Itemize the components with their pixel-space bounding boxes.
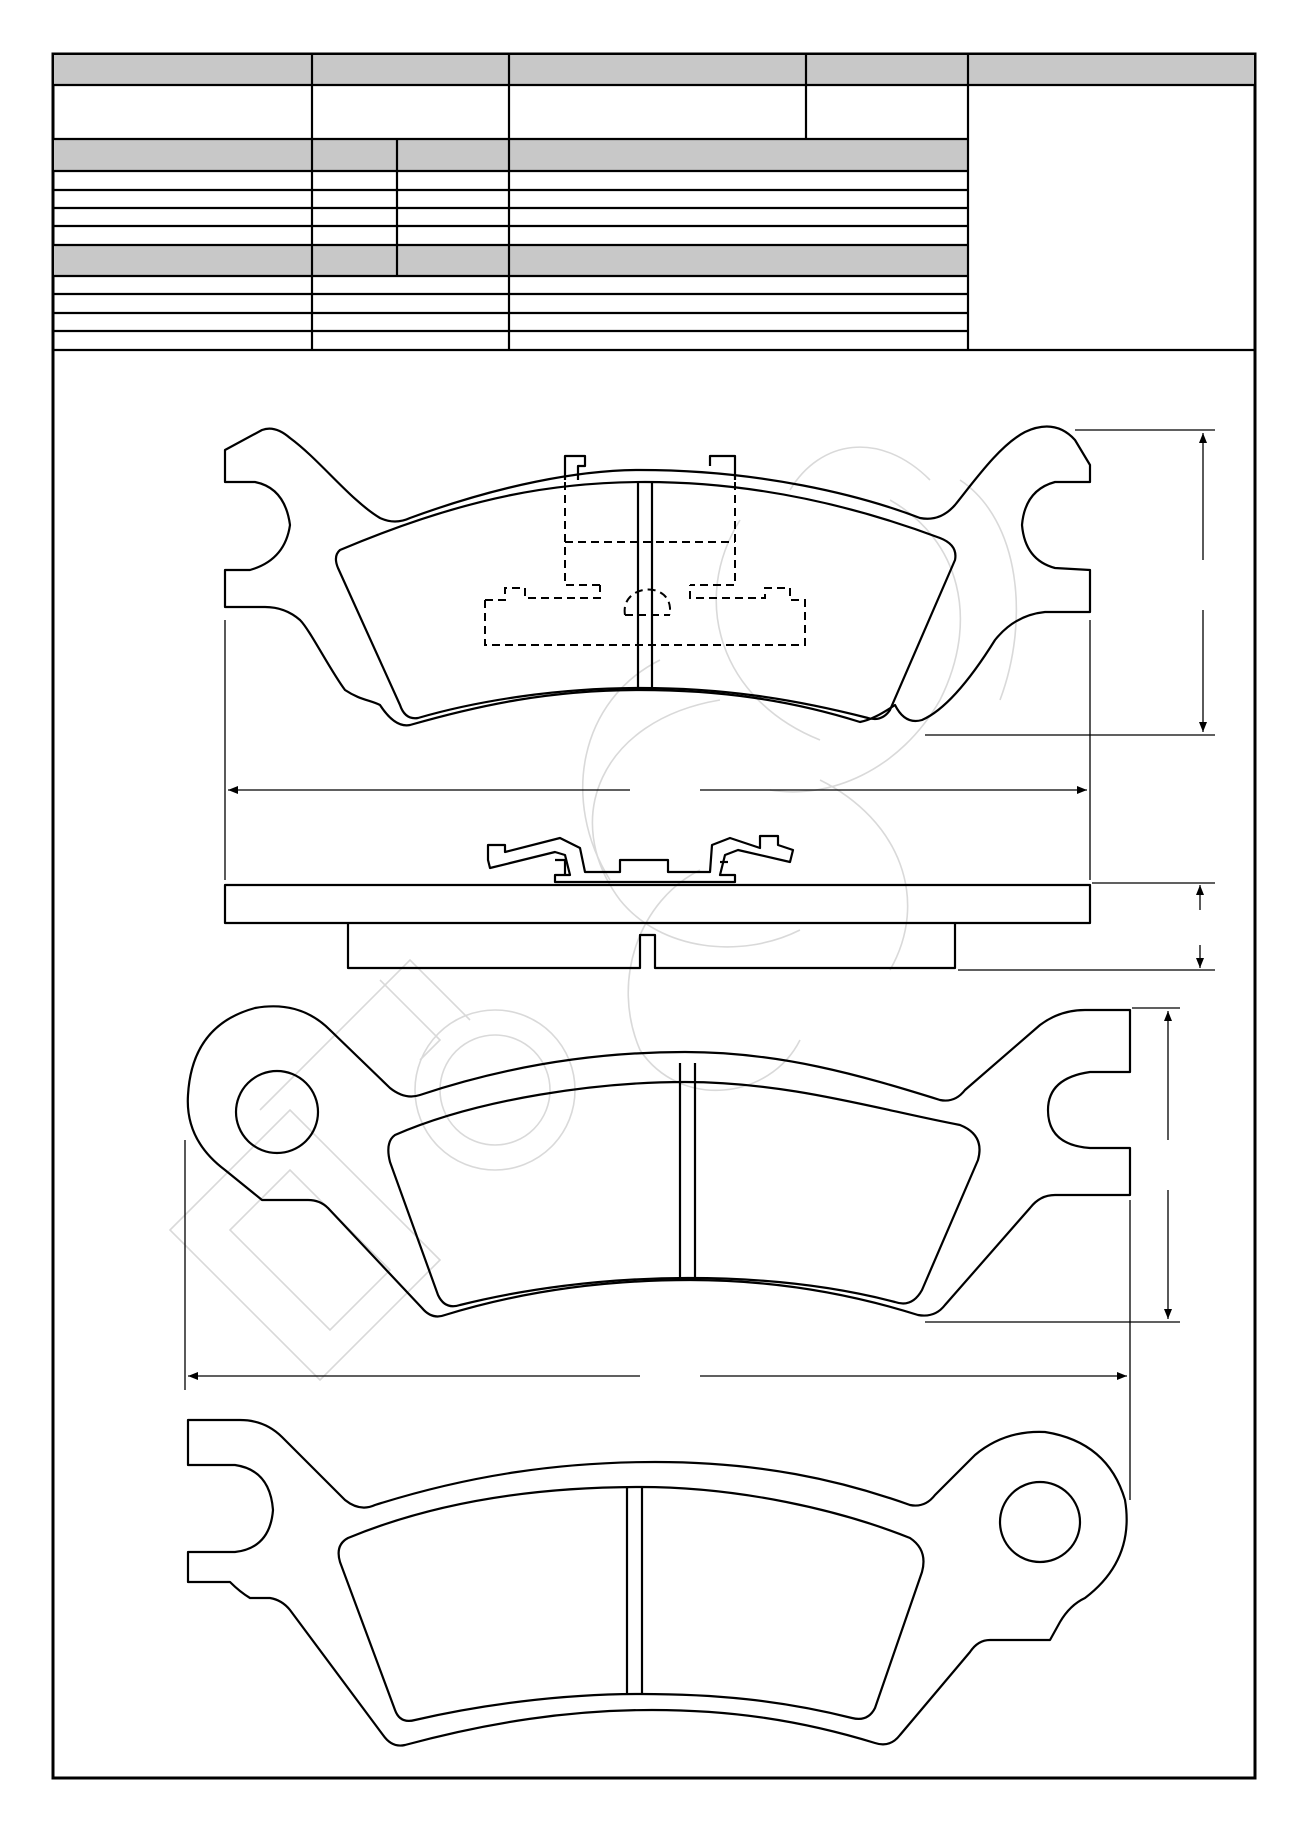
friction-material-outline [334,480,957,721]
pad-with-eye-bottom-view [186,1418,1128,1747]
bottom-pad-friction-material [337,1485,925,1722]
side-clip [486,834,795,884]
side-dimensions [958,882,1215,971]
watermark-logo [168,446,1018,1382]
eye-pad-friction-material [387,1080,981,1308]
sheet-border [51,52,1257,1780]
title-header-fill [54,55,1254,85]
eye-pad-backing-plate [186,1005,1132,1318]
side-friction-material [346,923,957,970]
pad-with-clip-top-view [223,425,1092,727]
backing-plate-outline [223,425,1092,727]
pad2-dimensions [184,1007,1180,1500]
side-backing-plate [223,883,1092,925]
pad-with-eye-top-view [186,1005,1132,1318]
eye-hole [234,1069,320,1155]
section-1-header-fill [54,139,968,171]
pad-side-view [223,834,1092,970]
bottom-eye-hole [998,1480,1082,1564]
bottom-pad-backing-plate [186,1418,1128,1747]
pad1-dimensions [224,429,1215,880]
section-2-header-fill [54,245,968,276]
title-block [54,55,1254,352]
hidden-clip-dashed [484,482,806,646]
